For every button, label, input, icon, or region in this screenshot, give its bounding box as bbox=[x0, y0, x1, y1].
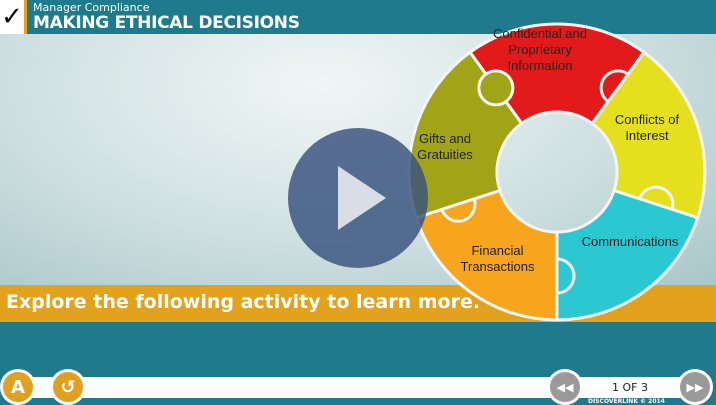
course-name: Manager Compliance bbox=[33, 1, 150, 14]
copyright: DISCOVERLINK © 2014 bbox=[588, 398, 665, 405]
puzzle-piece-confidential[interactable] bbox=[467, 22, 647, 126]
piece-label-financial: Financial Transactions bbox=[460, 243, 535, 274]
page-title: MAKING ETHICAL DECISIONS bbox=[33, 13, 300, 33]
puzzle-piece-financial[interactable] bbox=[414, 188, 559, 322]
footer-bar bbox=[20, 377, 700, 398]
play-button[interactable] bbox=[288, 128, 428, 268]
piece-label-conflicts: Conflicts of Interest bbox=[614, 112, 680, 143]
puzzle-piece-conflicts[interactable] bbox=[590, 50, 707, 220]
piece-label-gifts: Gifts and Gratuities bbox=[417, 131, 473, 162]
puzzle-piece-communications[interactable] bbox=[555, 188, 700, 322]
previous-button[interactable]: ◀◀ bbox=[547, 369, 583, 405]
replay-button[interactable]: ↺ bbox=[50, 369, 86, 405]
header: ✓ Manager Compliance MAKING ETHICAL DECI… bbox=[0, 0, 716, 34]
piece-label-communications: Communications bbox=[581, 234, 679, 249]
checkmark-icon: ✓ bbox=[0, 0, 27, 34]
puzzle-tab bbox=[477, 69, 515, 107]
next-button[interactable]: ▶▶ bbox=[677, 369, 713, 405]
piece-label-confidential: Confidential and Proprietary Information bbox=[493, 26, 587, 73]
accessibility-button[interactable]: A bbox=[0, 369, 36, 405]
page-counter: 1 OF 3 bbox=[612, 381, 648, 394]
instruction-text: Explore the following activity to learn … bbox=[6, 291, 481, 313]
